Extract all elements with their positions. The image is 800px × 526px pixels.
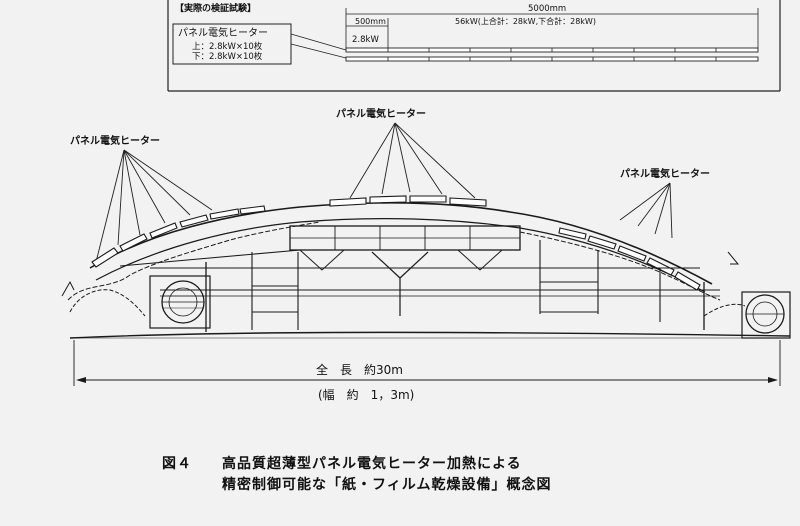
width-label: (幅 約 1，3m) [318, 387, 414, 402]
heater-label-left: パネル電気ヒーター [70, 134, 160, 147]
inset-total-power: 56kW(上合計：28kW,下合計：28kW) [455, 16, 596, 26]
inset-lower-spec: 下：2.8kW×10枚 [192, 51, 263, 62]
inset-unit-power: 2.8kW [352, 35, 379, 45]
inset-panel: 【実際の検証試験】 パネル電気ヒーター 上：2.8kW×10枚 下：2.8kW×… [167, 0, 781, 92]
inset-total-length: 5000mm [528, 4, 566, 14]
heater-label-right: パネル電気ヒーター [620, 167, 710, 180]
inset-heater-label: パネル電気ヒーター [178, 26, 268, 39]
inset-upper-spec: 上：2.8kW×10枚 [192, 41, 263, 52]
overall-length-dimension [73, 340, 781, 386]
figure-caption-line2: 精密制御可能な「紙・フィルム乾燥設備」概念図 [222, 476, 551, 493]
overall-length-label: 全 長 約30m [316, 362, 403, 377]
inset-unit-length: 500mm [355, 17, 386, 26]
inset-title: 【実際の検証試験】 [175, 2, 256, 14]
figure-caption-line1: 図４ 高品質超薄型パネル電気ヒーター加熱による [162, 455, 522, 472]
dryer-structure [61, 195, 791, 339]
heater-callouts: パネル電気ヒーター パネル電気ヒーター パネル電気ヒーター [70, 107, 710, 263]
heater-label-center: パネル電気ヒーター [336, 107, 426, 120]
